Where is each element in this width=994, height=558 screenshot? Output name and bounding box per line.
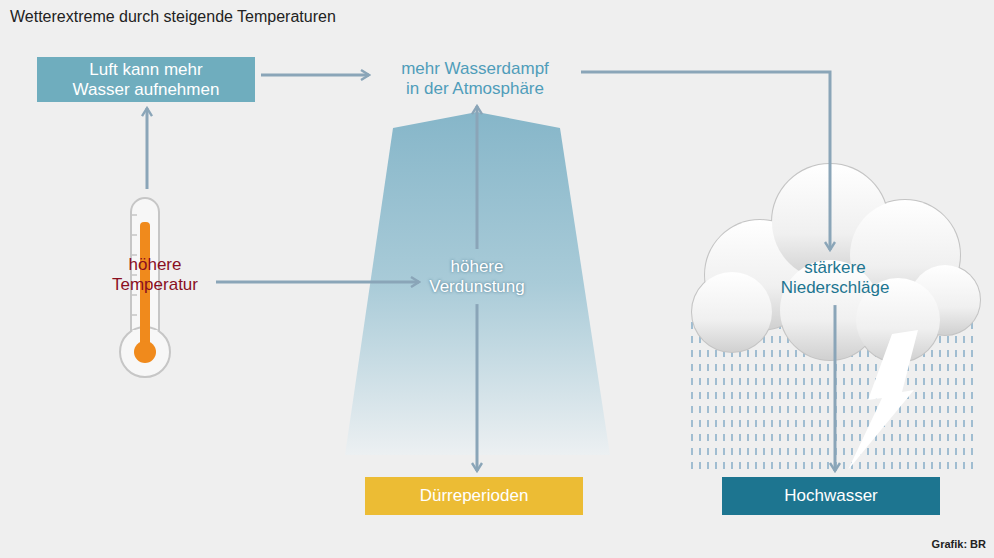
flow-arrow <box>261 74 369 77</box>
node-text: Dürreperioden <box>420 486 529 506</box>
flow-arrow <box>476 106 479 249</box>
lightning <box>848 330 918 470</box>
flow-arrow <box>216 281 419 284</box>
credit-label: Grafik: BR <box>932 538 986 550</box>
node-text: mehr Wasserdampf in der Atmosphäre <box>400 59 550 98</box>
process-box: Luft kann mehr Wasser aufnehmen <box>37 57 255 102</box>
node-text: höhere Temperatur <box>103 255 207 294</box>
node-text: Hochwasser <box>784 486 878 506</box>
state-label: mehr Wasserdampf in der Atmosphäre <box>375 57 575 100</box>
result-box: Dürreperioden <box>365 477 583 515</box>
title: Wetterextreme durch steigende Temperatur… <box>10 8 336 26</box>
flow-arrow <box>146 108 149 189</box>
flow-arrow <box>476 304 479 471</box>
node-text: höhere Verdunstung <box>427 257 527 296</box>
cloud-node: stärkere Niederschläge <box>760 256 910 299</box>
node-text: Luft kann mehr Wasser aufnehmen <box>66 60 226 99</box>
thermometer-node: höhere Temperatur <box>100 195 210 380</box>
node-text: stärkere Niederschläge <box>773 258 897 297</box>
process-label: höhere Verdunstung <box>425 255 529 298</box>
flow-arrow <box>581 72 830 250</box>
result-box: Hochwasser <box>722 477 940 515</box>
flow-arrow <box>834 305 837 471</box>
